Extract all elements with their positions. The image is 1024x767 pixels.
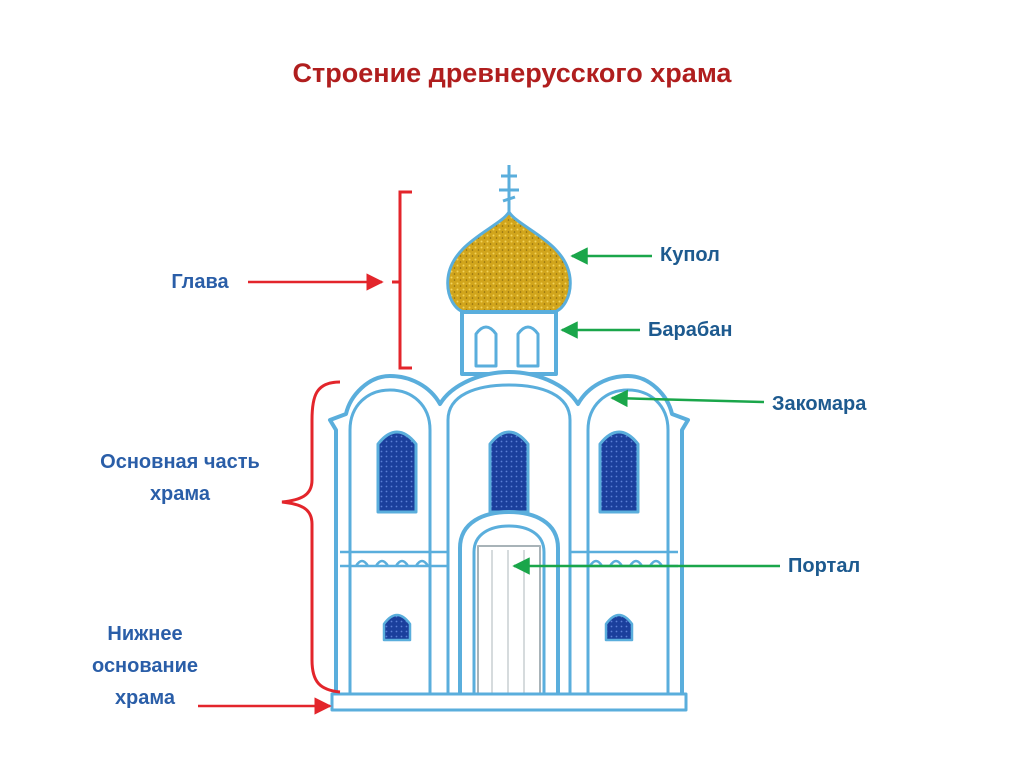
red-brackets [281,190,412,694]
label-nizhnee-line2: основание [91,655,199,677]
label-nizhnee-line3: храма [114,687,176,709]
label-nizhnee: Нижнее основание храма [60,618,230,714]
label-osnovnaya: Основная часть храма [70,446,290,510]
window-upper-right [598,430,640,514]
arrows [198,247,780,715]
label-osnovnaya-line2: храма [149,483,211,505]
label-osnovnaya-line1: Основная часть [100,451,260,473]
bracket-glava [392,190,412,370]
church-building [328,165,690,712]
zakomara-left [348,388,432,700]
label-glava: Глава [150,266,250,298]
window-upper-left [376,430,418,514]
zakomara-center [446,383,572,700]
window-lower-left [382,613,412,642]
zakomara-right [586,388,670,700]
label-glava-text: Глава [171,271,229,293]
drum-window-left [474,325,498,368]
drum-window-right [516,325,540,368]
label-nizhnee-line1: Нижнее [107,623,183,645]
base [330,692,688,712]
arrow-zakomara [610,389,765,408]
bracket-osnovnaya [281,380,341,694]
label-portal: Портал [788,555,861,577]
label-kupol: Купол [660,244,720,266]
label-zakomara: Закомара [772,393,867,415]
window-lower-right [604,613,634,642]
portal-arch-outer [458,510,560,700]
label-baraban: Барабан [648,319,733,341]
page-title: Строение древнерусского храма [292,58,732,88]
window-upper-center [488,430,530,514]
cross-icon [499,165,519,212]
dome [446,210,572,314]
portal-arch-inner [472,524,546,700]
portal-door [477,545,541,701]
